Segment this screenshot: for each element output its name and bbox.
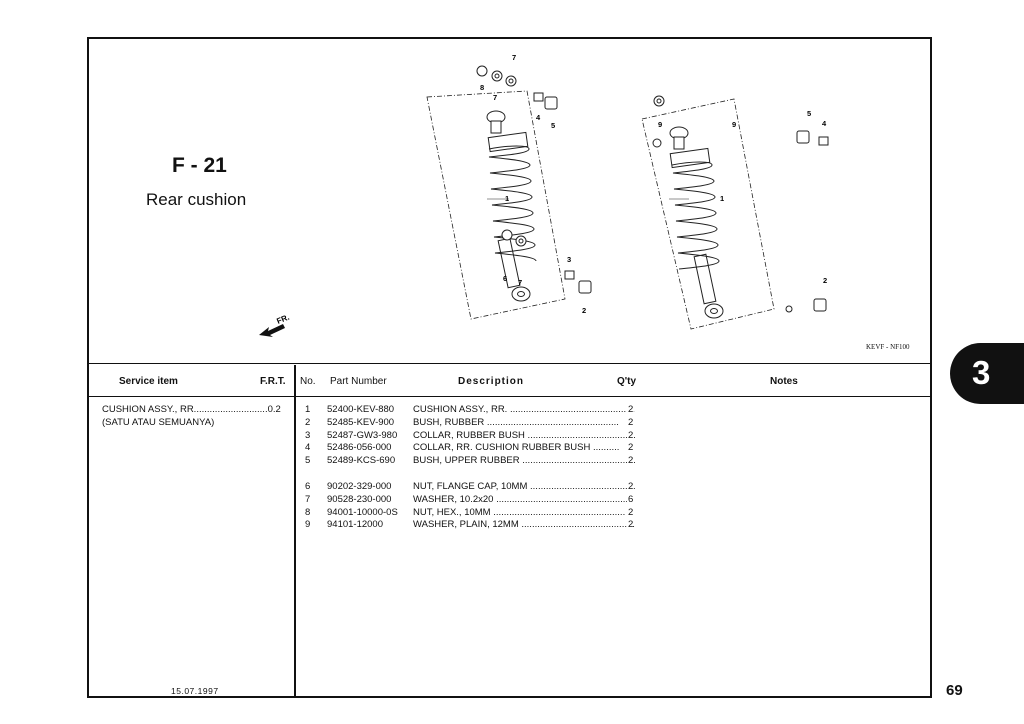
left-spring (488, 145, 537, 262)
header-notes: Notes (770, 376, 798, 387)
right-spring (671, 161, 720, 270)
right-shock-absorber (669, 126, 724, 319)
svg-text:2: 2 (582, 306, 586, 315)
header-description: Description (458, 376, 525, 387)
header-no: No. (300, 376, 316, 387)
left-shock-absorber (486, 110, 531, 302)
service-item: CUSHION ASSY., RR.......................… (102, 403, 281, 429)
svg-text:5: 5 (807, 109, 811, 118)
fr-label: FR. (275, 313, 290, 326)
svg-text:4: 4 (536, 113, 541, 122)
svg-text:1: 1 (505, 194, 509, 203)
drawing-code: KEVF - NF100 (866, 343, 910, 351)
svg-text:3: 3 (567, 255, 571, 264)
left-callouts: 7 8 7 4 5 9 1 3 6 7 2 (480, 53, 662, 315)
column-divider (294, 365, 296, 698)
svg-text:1: 1 (720, 194, 724, 203)
svg-text:2: 2 (823, 276, 827, 285)
svg-text:9: 9 (658, 120, 662, 129)
svg-text:9: 9 (732, 120, 736, 129)
service-item-line2: (SATU ATAU SEMUANYA) (102, 417, 215, 428)
right-callouts: 9 5 4 7 7 8 1 2 3 7 6 (720, 109, 827, 285)
header-part-number: Part Number (330, 376, 387, 387)
table-header: Service item F.R.T. No. Part Number Desc… (89, 365, 930, 397)
figure-title: Rear cushion (146, 190, 247, 209)
diagram-area: F - 21 Rear cushion FR. (89, 39, 930, 364)
chapter-tab: 3 (950, 343, 1024, 404)
catalog-frame: F - 21 Rear cushion FR. (87, 37, 932, 698)
front-arrow-icon: FR. (259, 313, 291, 337)
svg-text:7: 7 (518, 278, 522, 287)
svg-text:5: 5 (551, 121, 555, 130)
service-item-line1: CUSHION ASSY., RR.......................… (102, 404, 281, 415)
svg-text:7: 7 (512, 53, 516, 62)
header-frt: F.R.T. (260, 376, 286, 387)
small-parts (476, 65, 829, 313)
rear-cushion-illustration: 7 8 7 4 5 9 1 3 6 7 2 9 5 4 7 7 8 1 2 (426, 53, 829, 330)
svg-text:6: 6 (503, 274, 507, 283)
revision-date: 15.07.1997 (171, 686, 219, 696)
svg-text:4: 4 (822, 119, 827, 128)
chapter-number: 3 (972, 354, 991, 391)
page-number: 69 (946, 682, 963, 699)
header-service-item: Service item (119, 376, 178, 387)
figure-code: F - 21 (172, 154, 227, 177)
header-qty: Q'ty (617, 376, 637, 387)
svg-text:8: 8 (480, 83, 484, 92)
svg-text:7: 7 (493, 93, 497, 102)
